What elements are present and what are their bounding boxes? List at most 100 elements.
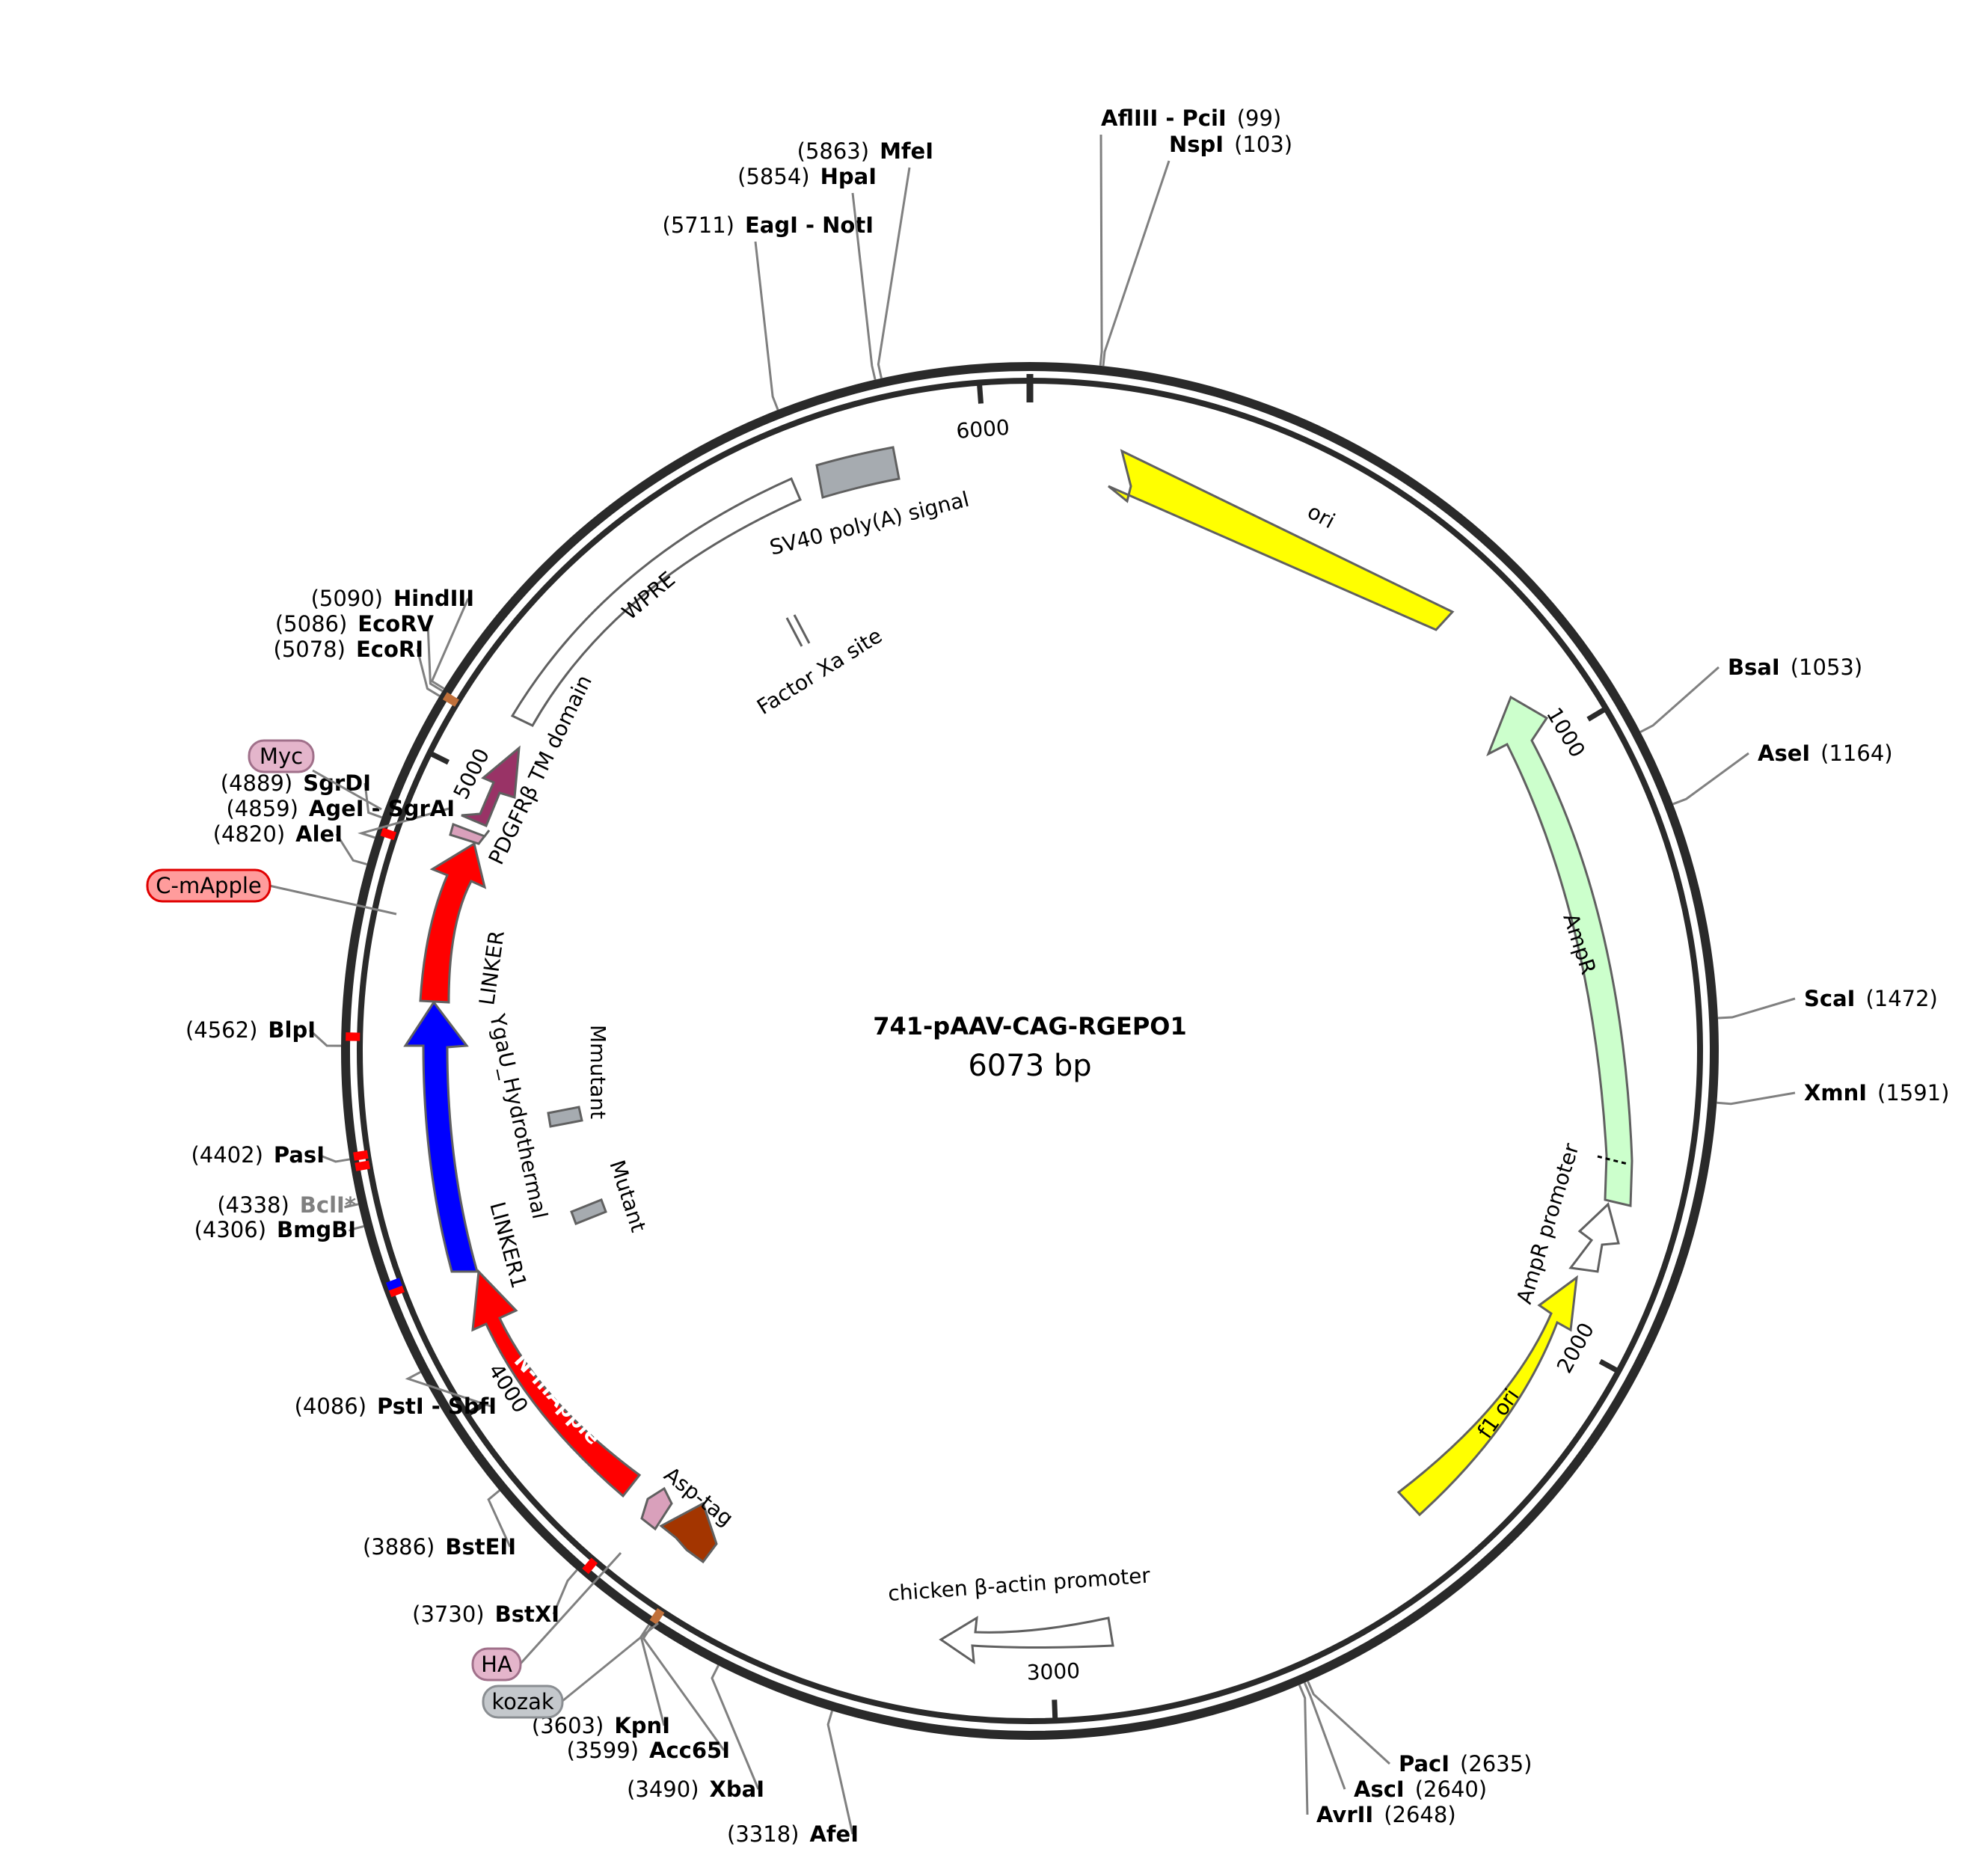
site-position: (4086)	[295, 1394, 366, 1419]
site-leader-22	[363, 782, 383, 819]
feature-label-ori: ori	[1304, 499, 1340, 533]
site-leader-25	[430, 598, 470, 690]
tag-ha-label: HA	[481, 1652, 512, 1677]
site-leader-18	[318, 1153, 350, 1163]
tag-ha-leader	[519, 1551, 622, 1665]
site-leader-2	[1639, 666, 1719, 733]
site-label-6: PacI(2635)	[1399, 1751, 1532, 1777]
site-name: BclI*	[300, 1192, 356, 1218]
site-leader-26	[754, 241, 779, 411]
tick-label-6000: 6000	[955, 415, 1010, 444]
tick-mark-4000	[465, 1401, 486, 1417]
site-position: (1164)	[1820, 741, 1892, 766]
site-position: (4306)	[194, 1217, 266, 1242]
site-name: NspI	[1169, 132, 1224, 157]
site-position: (5854)	[737, 164, 809, 189]
site-name: EcoRI	[356, 637, 423, 662]
site-position: (5086)	[275, 611, 347, 637]
site-position: (4562)	[185, 1017, 257, 1043]
feature-pdgfr	[461, 745, 521, 827]
site-label-8: AvrII(2648)	[1316, 1802, 1456, 1827]
feature-label-chicken-actin-promoter: chicken β-actin promoter	[887, 1563, 1151, 1606]
site-leader-1	[1102, 160, 1171, 367]
feature-label-ygau: YgaU_Hydrothermal	[485, 1011, 553, 1221]
site-name: KpnI	[614, 1713, 670, 1738]
tick-mark-6000	[976, 382, 984, 404]
site-position: (99)	[1237, 105, 1282, 131]
backbone	[341, 362, 1719, 1740]
backbone-mark-0	[380, 827, 397, 841]
feature-label-mutant: Mutant	[604, 1157, 651, 1235]
site-label-18: (4402)PasI	[191, 1142, 325, 1168]
site-leader-3	[1672, 752, 1749, 806]
site-label-28: (5863)MfeI	[797, 138, 933, 164]
site-label-0: AflIII - PciI (99)	[1101, 105, 1281, 131]
tags: Myc C-mApple HA kozak	[146, 739, 659, 1719]
site-leader-0	[1099, 134, 1103, 366]
site-label-20: (4820)AleI	[213, 821, 343, 847]
site-leader-14	[487, 1489, 512, 1548]
site-name: BlpI	[268, 1017, 316, 1043]
feature-wpre	[510, 477, 802, 727]
site-name: AflIII - PciI	[1101, 105, 1227, 131]
site-leader-6	[1307, 1681, 1391, 1765]
site-label-2: BsaI(1053)	[1728, 655, 1862, 680]
site-name: PacI	[1399, 1751, 1449, 1777]
site-label-14: (3886) BstEII	[363, 1534, 516, 1560]
site-position: (1053)	[1791, 655, 1862, 680]
feature-linker	[419, 842, 487, 1004]
site-position: (3886)	[363, 1534, 435, 1560]
feature-f1-ori	[1396, 1275, 1578, 1517]
site-label-17: (4338)BclI*	[217, 1192, 356, 1218]
site-label-23: (5078) EcoRI	[274, 637, 423, 662]
site-label-3: AseI (1164)	[1758, 741, 1893, 766]
site-leader-5	[1717, 1091, 1796, 1106]
site-label-25: (5090)HindIII	[311, 586, 474, 611]
site-leader-21	[358, 807, 450, 839]
ampr-dotted-line	[1597, 1155, 1628, 1165]
site-leader-9	[826, 1710, 854, 1835]
site-position: (3730)	[412, 1601, 484, 1627]
tick-mark-2000	[1598, 1358, 1620, 1374]
feature-ha-small	[640, 1486, 673, 1531]
site-name: AseI	[1758, 741, 1810, 766]
site-leader-27	[851, 192, 877, 380]
feature-sv40	[815, 446, 901, 499]
site-leader-19	[308, 1029, 342, 1047]
backbone-mark-5	[386, 1278, 402, 1291]
feature-ygau	[403, 1000, 479, 1273]
tag-myc-box	[248, 739, 315, 773]
site-leader-7	[1303, 1682, 1346, 1790]
site-name: PstI - SbfI	[377, 1394, 497, 1419]
tag-cmapple-box	[146, 868, 271, 903]
site-leader-15	[405, 1371, 491, 1408]
tag-cmapple-label: C-mApple	[156, 873, 262, 898]
feature-factor-xa-line1	[785, 617, 803, 647]
site-label-11: (3599)Acc65I	[567, 1738, 730, 1763]
site-name: PasI	[274, 1142, 325, 1168]
site-name: BstEII	[445, 1534, 516, 1560]
tag-kozak-box	[482, 1685, 564, 1719]
site-label-26: (5711)EagI - NotI	[663, 212, 874, 238]
site-position: (5863)	[797, 138, 869, 164]
site-name: EcoRV	[358, 611, 434, 637]
site-name: HpaI	[820, 164, 877, 189]
site-label-5: XmnI(1591)	[1804, 1080, 1949, 1106]
site-leader-16	[349, 1224, 364, 1232]
site-label-1: NspI(103)	[1169, 132, 1292, 157]
site-name: AscI	[1354, 1777, 1405, 1802]
feature-label-mmutant: Mmutant	[586, 1025, 610, 1119]
backbone-mark-1	[346, 1032, 361, 1041]
feature-chicken-actin-promoter	[939, 1616, 1114, 1665]
site-label-21: (4859)AgeI - SgrAI	[226, 796, 455, 821]
feature-n-mapple	[471, 1269, 642, 1498]
plasmid-name: 741-pAAV-CAG-RGEPO1	[873, 1012, 1187, 1040]
site-name: AvrII	[1316, 1802, 1373, 1827]
site-leader-10	[711, 1664, 760, 1790]
site-position: (4889)	[221, 770, 292, 796]
tick-label-2000: 2000	[1552, 1319, 1599, 1377]
site-label-15: (4086) PstI - SbfI	[295, 1394, 497, 1419]
tick-label-1000: 1000	[1541, 703, 1590, 761]
site-position: (5078)	[274, 637, 346, 662]
